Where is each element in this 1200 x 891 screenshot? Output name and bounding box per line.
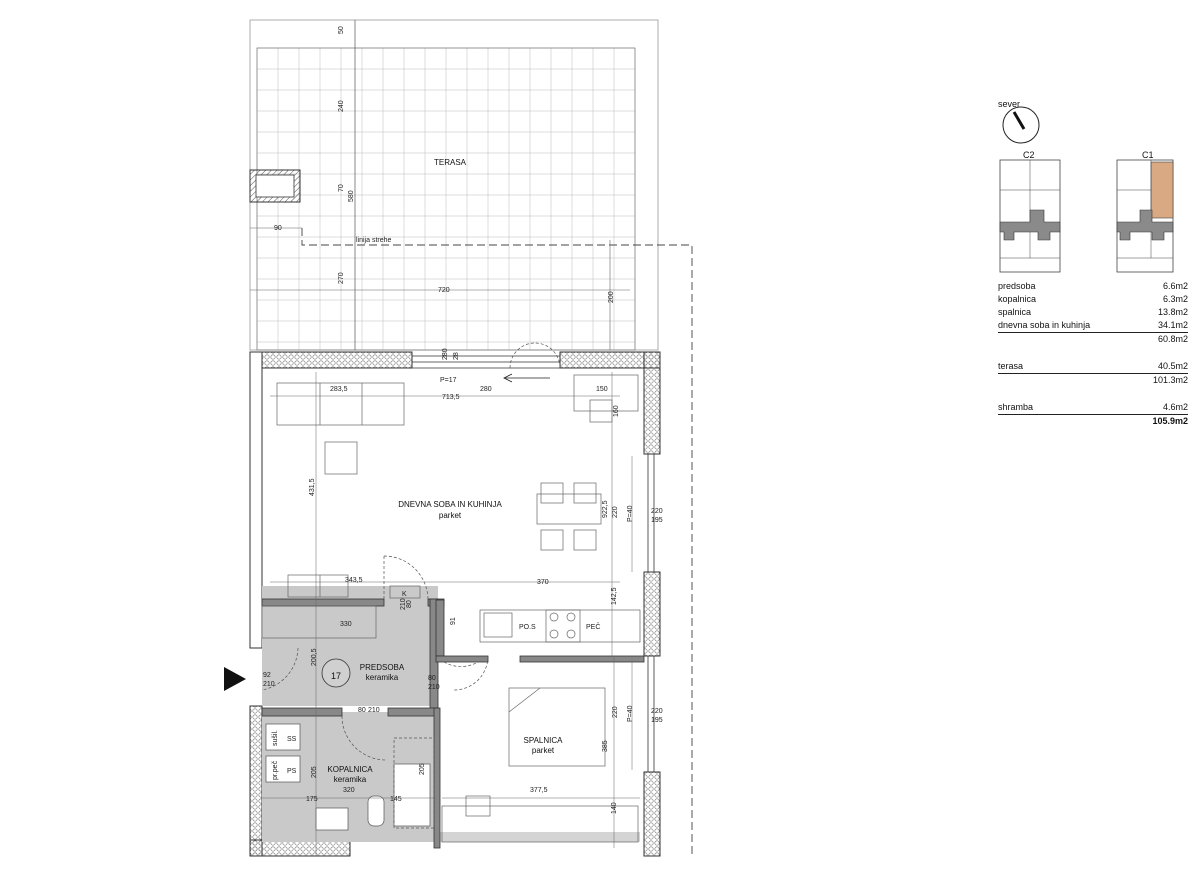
svg-text:195: 195 (651, 517, 663, 524)
svg-text:283,5: 283,5 (330, 386, 348, 393)
svg-text:210: 210 (263, 681, 275, 688)
svg-text:220: 220 (651, 508, 663, 515)
room-label-spalnica: SPALNICA (524, 736, 564, 745)
label-k: K (402, 591, 407, 598)
terrace (249, 19, 693, 855)
room-label-predsoba: PREDSOBA (360, 663, 405, 672)
svg-text:140: 140 (611, 802, 618, 814)
label-p40-b: P=40 (627, 705, 634, 722)
compass: sever (998, 99, 1040, 144)
svg-text:220: 220 (612, 706, 619, 718)
room-label-terasa: TERASA (434, 158, 467, 167)
svg-text:200,5: 200,5 (311, 648, 318, 666)
label-ps: PS (287, 768, 297, 775)
unit-number-circle (321, 658, 351, 688)
svg-text:720: 720 (438, 287, 450, 294)
label-pec: PEČ (586, 622, 600, 631)
roof-line-label: linija strehe (356, 237, 392, 244)
label-pralni: pr.peč (272, 760, 279, 780)
svg-text:142,5: 142,5 (611, 587, 618, 605)
svg-text:377,5: 377,5 (530, 787, 548, 794)
svg-text:160: 160 (613, 405, 620, 417)
svg-text:50: 50 (338, 26, 345, 34)
room-floor-dnevna: parket (439, 511, 462, 520)
svg-text:80: 80 (406, 600, 413, 608)
svg-text:80: 80 (428, 675, 436, 682)
area-row-subtotal-1: 60.8m2 (1157, 334, 1188, 344)
svg-text:205: 205 (419, 763, 426, 775)
room-floor-spalnica: parket (532, 746, 555, 755)
svg-text:28: 28 (453, 352, 460, 360)
svg-text:240: 240 (338, 100, 345, 112)
svg-text:713,5: 713,5 (442, 394, 460, 401)
svg-text:580: 580 (348, 190, 355, 202)
compass-label: sever (998, 99, 1020, 109)
svg-text:210: 210 (428, 684, 440, 691)
dimension-lines (262, 372, 640, 856)
svg-text:220: 220 (651, 708, 663, 715)
svg-text:270: 270 (338, 272, 345, 284)
label-susilni: sušil. (272, 730, 279, 746)
dimension-texts: 50 240 70 580 90 270 720 200 280 28 280 … (263, 26, 663, 814)
unit-number: 17 (331, 671, 341, 681)
walls (249, 351, 661, 857)
svg-text:150: 150 (596, 386, 608, 393)
key-plan: C2 C1 (999, 150, 1174, 273)
label-p17: P=17 (440, 377, 457, 384)
svg-text:175: 175 (306, 796, 318, 803)
svg-text:205: 205 (311, 766, 318, 778)
svg-text:210: 210 (368, 707, 380, 714)
svg-text:80: 80 (358, 707, 366, 714)
room-floor-kopalnica: keramika (334, 775, 367, 784)
svg-text:320: 320 (343, 787, 355, 794)
svg-text:91: 91 (450, 617, 457, 625)
svg-text:280: 280 (480, 386, 492, 393)
svg-text:90: 90 (274, 225, 282, 232)
living-furniture (261, 374, 641, 643)
svg-text:922,5: 922,5 (602, 500, 609, 518)
svg-text:70: 70 (338, 184, 345, 192)
keyplan-left-label: C2 (1023, 150, 1035, 160)
svg-text:200: 200 (608, 291, 615, 303)
doors (261, 342, 561, 761)
svg-text:385: 385 (602, 740, 609, 752)
svg-text:220: 220 (612, 506, 619, 518)
svg-text:280: 280 (442, 348, 449, 360)
room-label-dnevna: DNEVNA SOBA IN KUHINJA (398, 500, 502, 509)
bedroom-furniture (441, 687, 639, 843)
bathroom-fixtures (265, 723, 435, 831)
area-row-subtotal-2: 101.3m2 (1152, 375, 1188, 385)
svg-text:210: 210 (400, 598, 407, 610)
svg-text:330: 330 (340, 621, 352, 628)
svg-text:431,5: 431,5 (309, 478, 316, 496)
entry-arrow (224, 667, 246, 691)
room-label-kopalnica: KOPALNICA (327, 765, 373, 774)
north-arrow-icon (1012, 111, 1026, 130)
svg-text:343,5: 343,5 (345, 577, 363, 584)
svg-text:145: 145 (390, 796, 402, 803)
room-floor-predsoba: keramika (366, 673, 399, 682)
area-row-total: 105.9m2 (1152, 416, 1188, 426)
label-pos: PO.S (519, 624, 536, 631)
label-p40-a: P=40 (627, 505, 634, 522)
svg-text:92: 92 (263, 672, 271, 679)
keyplan-highlight (1150, 161, 1174, 219)
keyplan-right-label: C1 (1142, 150, 1154, 160)
svg-text:370: 370 (537, 579, 549, 586)
svg-text:195: 195 (651, 717, 663, 724)
label-ss: SS (287, 736, 297, 743)
